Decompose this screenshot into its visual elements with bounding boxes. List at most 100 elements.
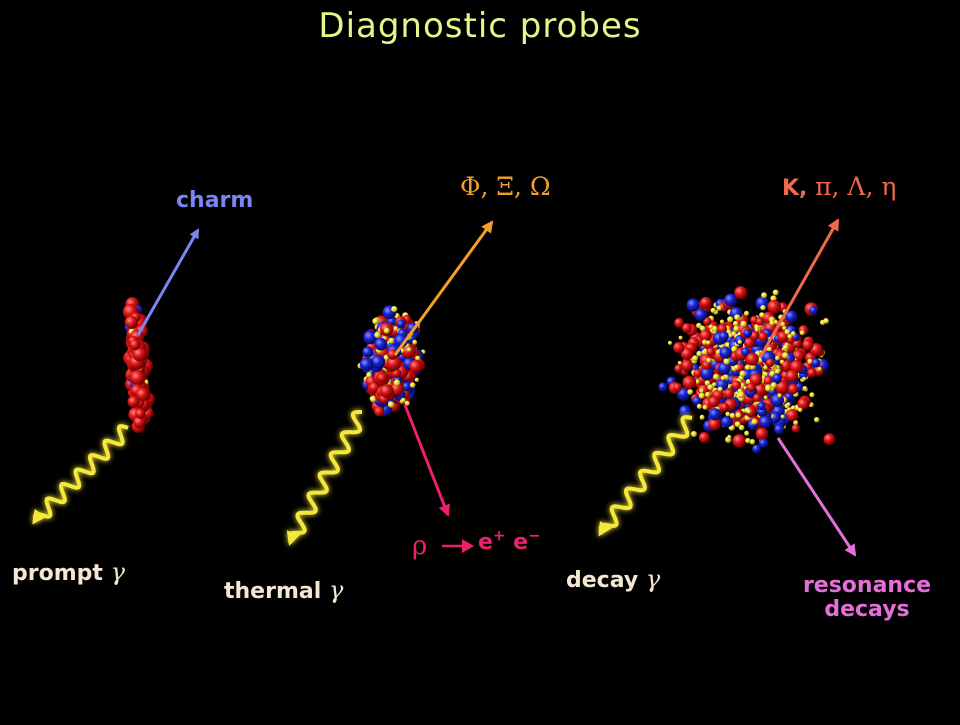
particle-red [376,372,388,383]
particle-yellow [415,355,421,361]
strange-label: Φ, Ξ, Ω [460,172,551,201]
particle-red [702,360,712,370]
particle-blue [402,381,412,392]
particle-yellow [409,382,416,388]
particle-yellow [400,348,405,353]
particle-red [823,433,836,446]
particle-red [379,384,394,398]
particle-yellow [782,326,787,331]
electron-charge: − [528,526,541,545]
decay-label-text: decay [566,568,639,593]
particle-yellow [769,320,775,326]
particle-yellow [704,380,711,386]
particle-yellow [823,318,829,324]
particle-yellow [740,320,747,328]
particle-blue [719,331,729,341]
particle-yellow [404,400,410,406]
particle-blue [758,438,769,448]
particle-red [673,342,685,354]
particle-yellow [780,414,785,419]
particle-yellow [763,395,768,400]
particle-blue [772,373,782,383]
particle-yellow [393,379,401,387]
particle-red [755,427,769,441]
positron-charge: + [492,526,506,545]
decay-photon-arrow [598,415,693,537]
particle-red [124,315,138,329]
particle-yellow [414,377,419,382]
particle-yellow [724,342,731,348]
particle-cloud-decay [658,286,836,454]
particle-yellow [787,334,793,339]
particle-red [129,339,141,350]
particle-blue [758,415,772,429]
particle-yellow [733,326,740,332]
particle-yellow [765,385,772,392]
particle-yellow [744,310,750,316]
particle-blue [809,306,818,315]
decay-gamma-label: decay γ [566,565,660,593]
particle-blue [708,408,722,421]
prompt-label-text: prompt [12,561,103,586]
particle-red [720,402,729,412]
particle-yellow [746,409,751,414]
particle-yellow [706,357,712,363]
particle-red [788,383,799,395]
particle-yellow [699,388,704,394]
particle-red [797,397,810,410]
particle-yellow [775,355,780,361]
particle-yellow [782,344,789,351]
particle-yellow [807,358,813,364]
particle-red [749,373,763,386]
particle-yellow [751,418,758,425]
particle-yellow [696,350,703,357]
particle-red [674,317,684,328]
particle-yellow [733,320,739,327]
particle-blue [658,382,668,392]
particle-cloud-thermal [357,305,426,417]
particle-red [743,337,756,349]
particle-yellow [727,316,734,323]
particle-yellow [770,382,777,389]
particle-yellow [774,368,781,375]
particle-yellow [707,384,714,391]
particle-blue [679,405,691,417]
particle-red [681,359,693,372]
particle-blue [371,354,386,369]
particle-red [786,409,799,422]
electron-symbol: e [513,530,529,555]
particle-yellow [708,324,713,329]
particle-red [791,424,800,433]
particle-yellow [733,364,740,370]
particle-yellow [710,307,716,314]
particle-yellow [754,327,759,332]
prompt-photon-arrow [32,424,129,525]
particle-yellow [744,430,750,436]
particle-red [745,352,759,366]
particle-blue [359,357,374,372]
particle-yellow [702,339,708,345]
particle-yellow [802,386,808,391]
particle-yellow [698,392,705,399]
particle-yellow [782,352,789,359]
particle-yellow [760,305,766,311]
particle-yellow [790,331,796,337]
particle-blue [720,416,733,428]
particle-red [750,331,760,341]
kaon-arrow [758,218,840,359]
particle-red [765,358,775,368]
particle-yellow [734,421,741,428]
particle-yellow [799,330,805,336]
particle-red [700,296,712,309]
particle-blue [700,366,714,381]
particle-yellow [802,376,807,381]
particle-red [133,416,146,429]
particle-yellow [709,328,714,333]
particle-yellow [797,407,803,413]
particle-yellow [667,340,673,345]
particle-red [132,347,147,362]
particle-yellow [779,359,785,365]
prompt-gamma-symbol: γ [110,558,125,586]
